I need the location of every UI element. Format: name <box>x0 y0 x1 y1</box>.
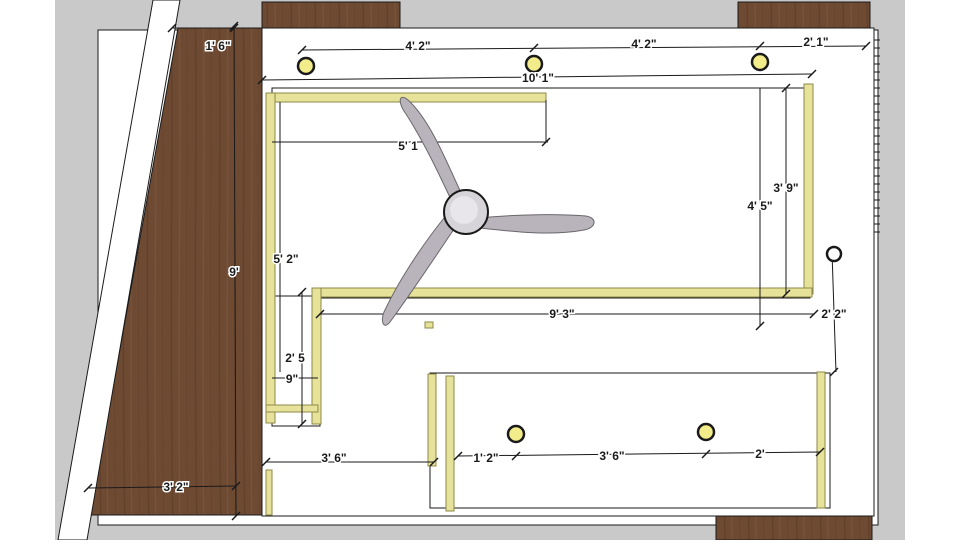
lower-recess <box>429 372 831 509</box>
dimension-labels: 1' 6" 4' 2" 4' 2" 2' 1" 10' 1" 5' 1 3' 9… <box>162 34 848 496</box>
dim-wood-bottom: 3' 2" <box>163 480 188 494</box>
recessed-light-icon <box>506 424 526 444</box>
dim-right-step: 2' 2" <box>821 307 846 321</box>
dim-right-outer: 4' 5" <box>747 199 772 213</box>
small-marker <box>424 321 434 329</box>
dimension-ticks <box>83 21 871 521</box>
dim-bottom-b: 3' 6" <box>599 449 624 463</box>
beam-small-bottom <box>265 404 319 413</box>
dim-top-left-width: 1' 6" <box>205 39 230 53</box>
top-wood-block-right <box>737 1 871 29</box>
dim-top-span-b: 4' 2" <box>631 37 656 51</box>
dim-top-total: 10' 1" <box>522 71 554 85</box>
recessed-light-icon <box>825 245 843 263</box>
dim-mid-span: 9' 3" <box>549 307 574 321</box>
beam-lower-right <box>816 371 826 509</box>
dim-top-span-c: 2' 1" <box>803 35 828 49</box>
beam-left-upper <box>265 92 276 424</box>
dim-bottom-left-span: 3' 6" <box>321 451 346 465</box>
dim-small-horizontal: 9" <box>286 372 298 386</box>
cove-strips <box>265 83 826 516</box>
beam-lower-left-b <box>445 375 455 512</box>
recessed-light-icon <box>750 52 770 72</box>
recessed-light-icon <box>524 54 544 74</box>
beam-lower-wood-edge <box>265 469 273 516</box>
upper-recess <box>271 87 811 299</box>
dim-right-inner: 3' 9" <box>773 181 798 195</box>
recessed-light-icon <box>296 56 316 76</box>
dim-top-span-a: 4' 2" <box>405 39 430 53</box>
recessed-light-icon <box>696 422 716 442</box>
dim-upper-inner: 5' 1 <box>398 139 418 153</box>
dim-wood-height: 9' <box>229 265 239 279</box>
dim-bottom-a: 1' 2" <box>473 451 498 465</box>
top-wood-block-left <box>261 1 401 29</box>
beam-mid <box>311 287 813 298</box>
recessed-lights <box>296 52 843 444</box>
dim-left-vertical: 5' 2" <box>273 252 298 266</box>
ceiling-fan-icon <box>381 96 595 326</box>
dimension-lines <box>87 25 867 517</box>
beam-lower-left-a <box>427 373 437 467</box>
right-edge-ticks <box>874 39 880 233</box>
dim-bottom-c: 2' <box>755 447 765 461</box>
beam-right <box>803 83 814 295</box>
dim-small-vertical: 2' 5 <box>285 351 305 365</box>
beam-mid-left-drop <box>311 287 322 425</box>
